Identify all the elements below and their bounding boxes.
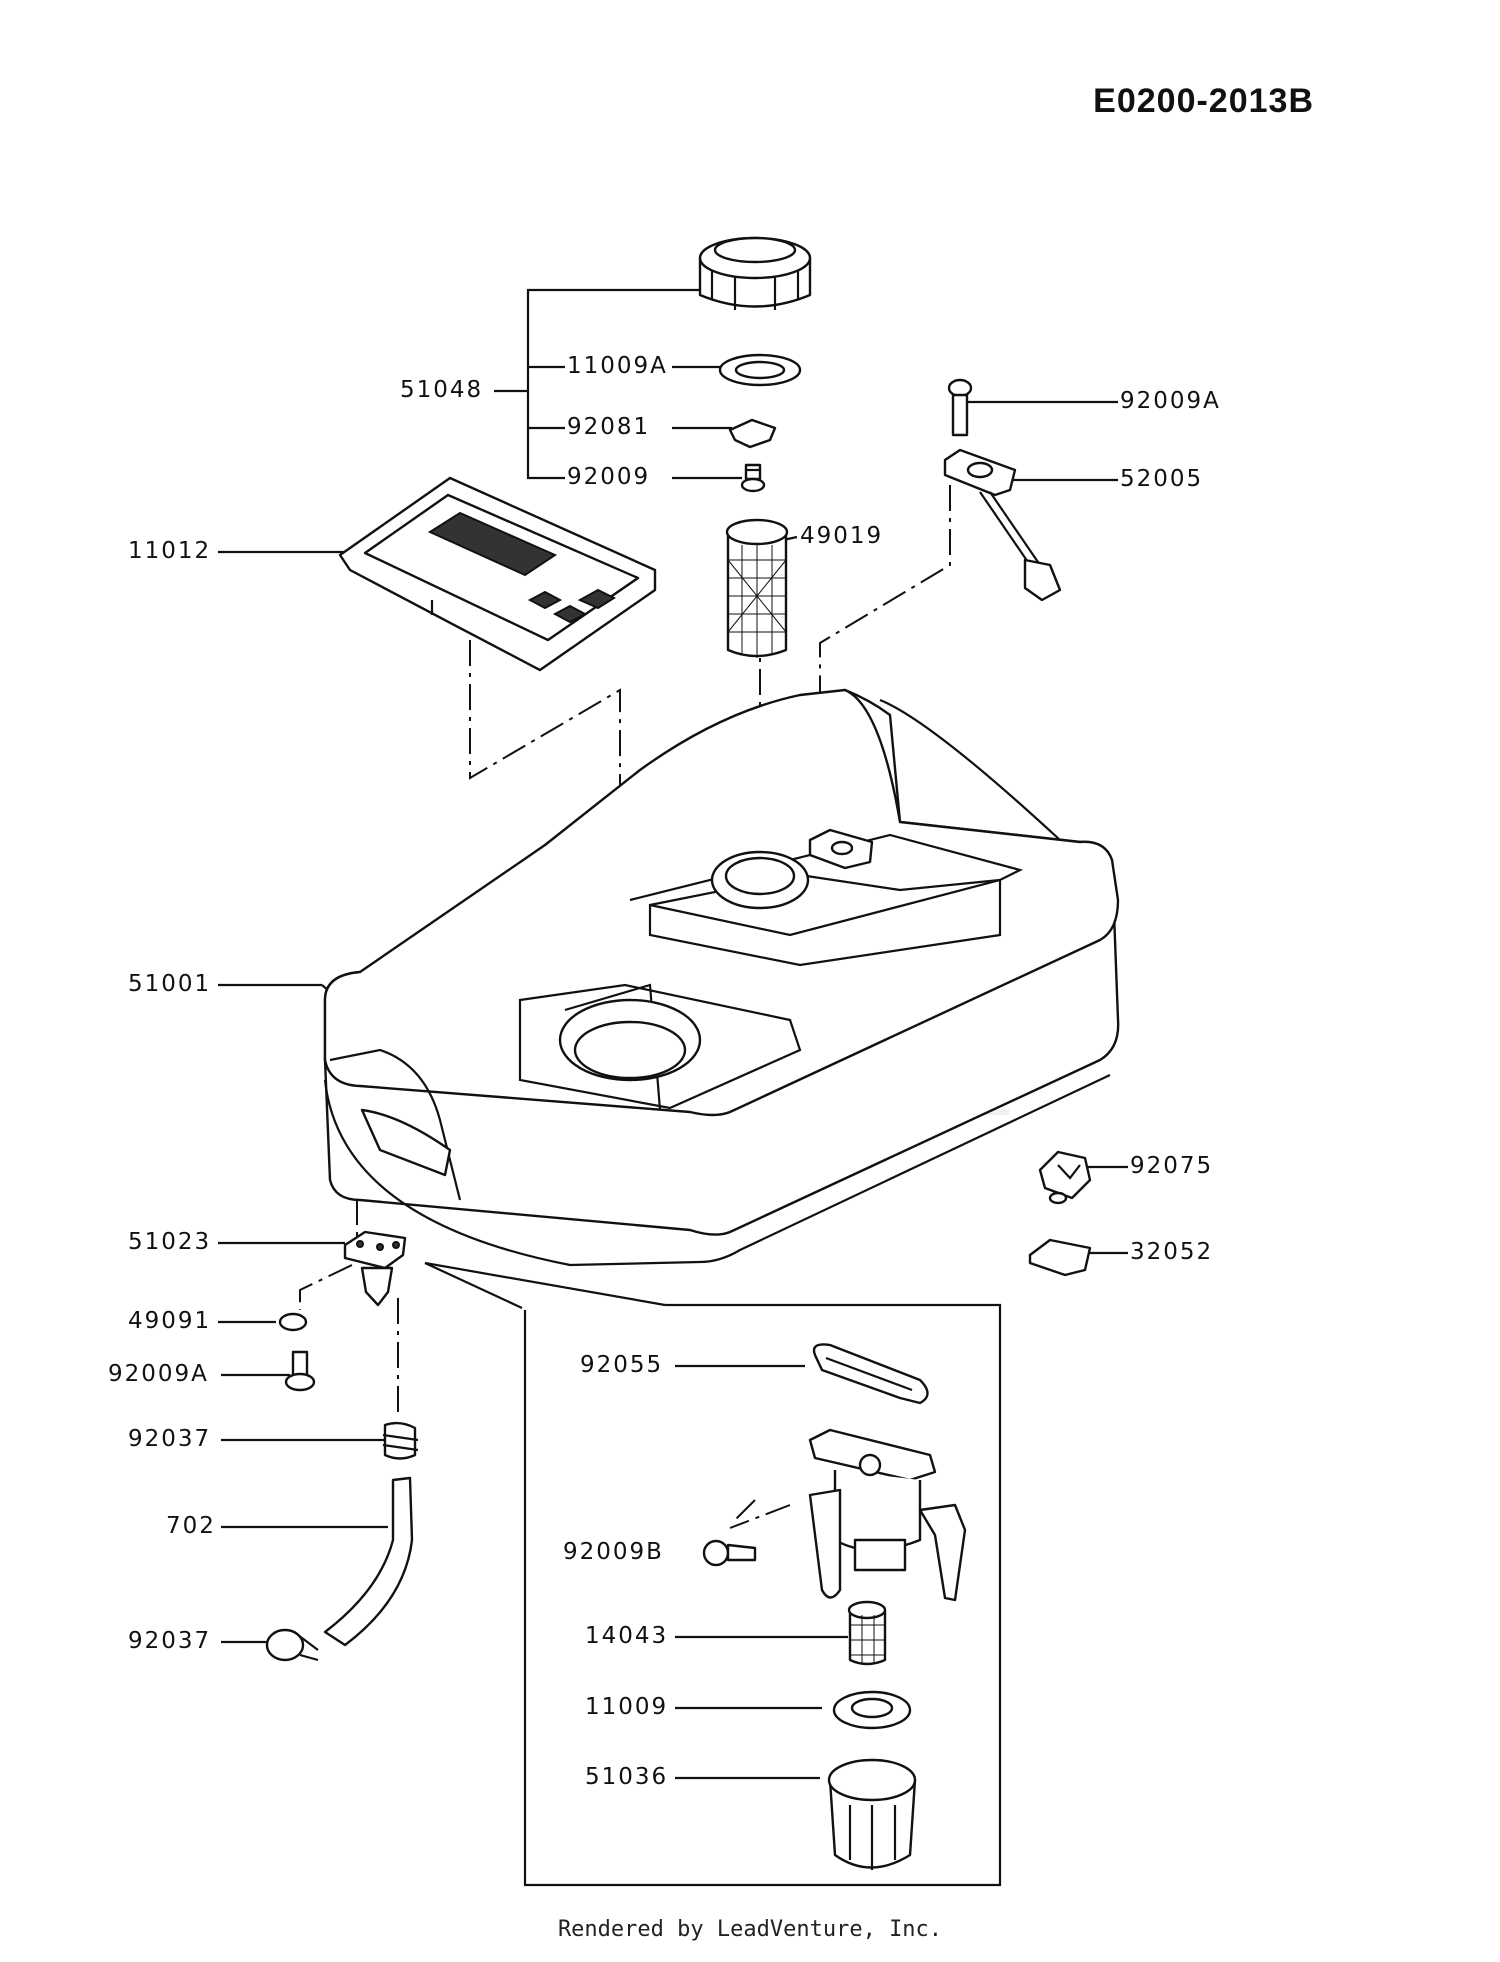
filler-screen bbox=[725, 518, 789, 658]
callout-gauge-bolt: 92009A bbox=[1120, 388, 1221, 414]
cap-gasket-ring bbox=[718, 353, 802, 387]
fuel-gauge bbox=[943, 448, 1062, 602]
gauge-bolt bbox=[947, 378, 973, 437]
leader-lines bbox=[218, 288, 1128, 1780]
callout-clip: 92075 bbox=[1130, 1153, 1214, 1179]
cock-bracket bbox=[343, 1230, 407, 1307]
callout-fuel-gauge: 52005 bbox=[1120, 466, 1204, 492]
fuel-cap bbox=[698, 236, 812, 310]
callout-hose-clamp-lower: 92037 bbox=[128, 1628, 212, 1654]
callout-tank-cover: 11012 bbox=[128, 538, 212, 564]
callout-clip-nut: 32052 bbox=[1130, 1239, 1214, 1265]
callout-cock-screw: 92009B bbox=[563, 1539, 664, 1565]
clip bbox=[1038, 1150, 1092, 1205]
callout-cap-assembly: 51048 bbox=[400, 377, 484, 403]
cover-vent-slots bbox=[527, 588, 617, 624]
callout-fuel-hose: 702 bbox=[166, 1513, 216, 1539]
callout-bracket-bolt: 92009A bbox=[108, 1361, 209, 1387]
callout-cock-screen: 14043 bbox=[585, 1623, 669, 1649]
callout-cup-gasket: 11009 bbox=[585, 1694, 669, 1720]
fuel-tank bbox=[323, 688, 1120, 1267]
diagram-code: E0200-2013B bbox=[1093, 82, 1314, 120]
bracket-bolt bbox=[284, 1350, 316, 1392]
cap-plate bbox=[728, 418, 777, 449]
callout-bracket-gasket: 49091 bbox=[128, 1308, 212, 1334]
callout-hose-clamp-upper: 92037 bbox=[128, 1426, 212, 1452]
callout-cock-gasket: 92055 bbox=[580, 1352, 664, 1378]
clip-nut bbox=[1028, 1238, 1092, 1277]
fuel-hose bbox=[323, 1476, 414, 1647]
callout-filler-screen: 49019 bbox=[800, 523, 884, 549]
callout-cap-bolt: 92009 bbox=[567, 464, 651, 490]
fuel-cock-detail-box bbox=[424, 1261, 1002, 1887]
callout-fuel-tank: 51001 bbox=[128, 971, 212, 997]
cock-screen bbox=[847, 1600, 887, 1666]
footer-credit: Rendered by LeadVenture, Inc. bbox=[557, 1917, 943, 1942]
sediment-cup bbox=[827, 1758, 917, 1870]
cup-gasket bbox=[832, 1690, 912, 1730]
cock-gasket bbox=[812, 1343, 929, 1405]
fuel-cock bbox=[702, 1428, 967, 1602]
bracket-gasket bbox=[278, 1312, 308, 1332]
callout-cap-gasket: 11009A bbox=[567, 353, 668, 379]
hose-clamp-upper bbox=[382, 1421, 419, 1460]
callout-sediment-cup: 51036 bbox=[585, 1764, 669, 1790]
tank-cover bbox=[338, 476, 657, 672]
callout-cock-bracket: 51023 bbox=[128, 1229, 212, 1255]
hose-clamp-lower bbox=[265, 1628, 319, 1662]
callout-cap-plate: 92081 bbox=[567, 414, 651, 440]
cap-bolt bbox=[740, 463, 766, 493]
